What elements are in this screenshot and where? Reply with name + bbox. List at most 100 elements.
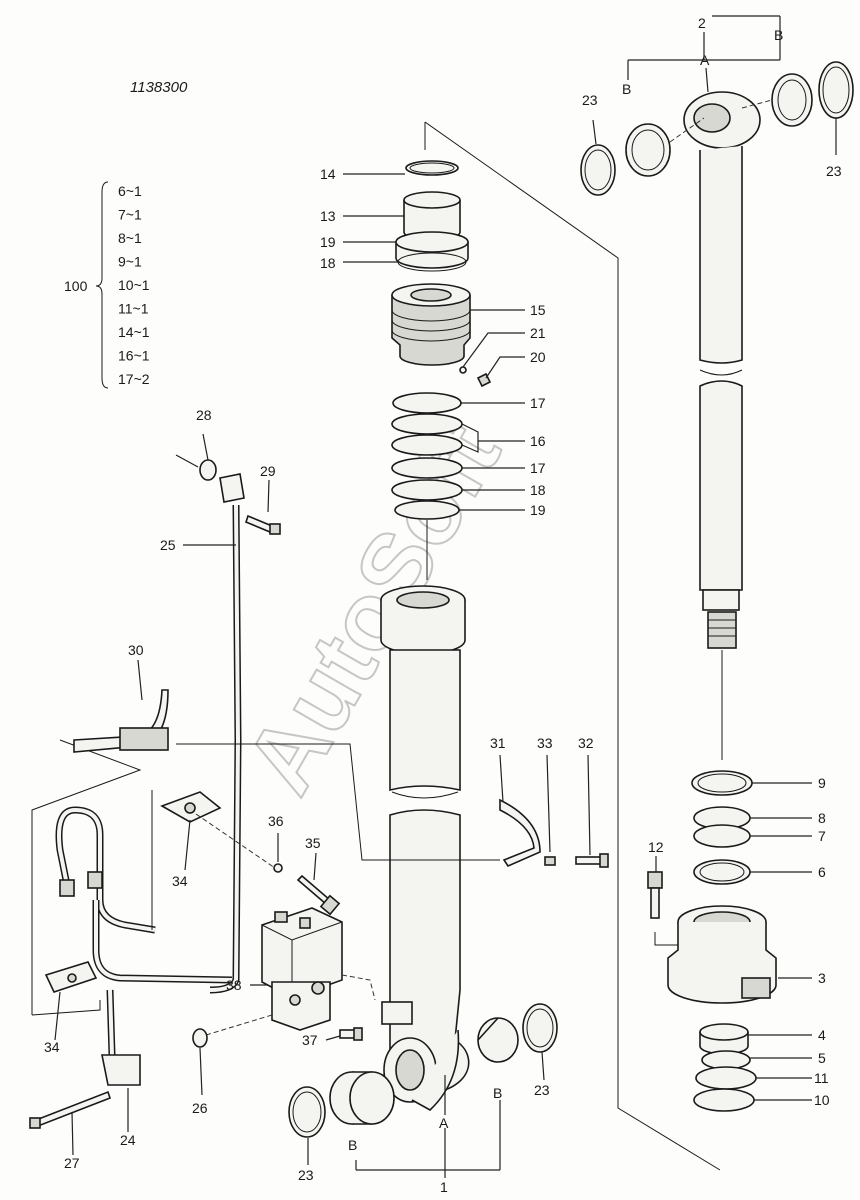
label-34-upper: 34 [172,873,188,889]
part-b-bushing-tr [771,73,813,127]
part-23-ring-tr [818,61,854,119]
label-12: 12 [648,839,664,855]
kit-item: 9~1 [118,254,142,270]
clamp-part-34-upper [160,791,222,823]
label-30: 30 [128,642,144,658]
kit-item: 6~1 [118,183,142,199]
kit-item: 14~1 [118,324,150,340]
part-33-washer [544,856,556,866]
label-a-bottom: A [439,1115,449,1131]
label-37: 37 [302,1032,318,1048]
kit-list: 100 6~1 7~1 8~1 9~1 10~1 11~1 14~1 16~1 17~2 [64,181,150,389]
label-10: 10 [814,1092,830,1108]
part-23-ring-bl [288,1086,326,1138]
label-6: 6 [818,864,826,880]
label-7: 7 [818,828,826,844]
assembly-outline [424,121,721,1171]
label-b-bottom-left: B [348,1137,357,1153]
part-21-ball [459,366,467,374]
kit-item: 11~1 [118,301,149,317]
clamp-part-34-lower [44,961,98,993]
part-b-bushing-right [477,1017,519,1063]
cylinder-tube-part-1 [380,585,470,1111]
label-3: 3 [818,970,826,986]
part-13-bushing [403,191,461,241]
kit-item: 8~1 [118,230,142,246]
label-21: 21 [530,325,546,341]
part-27-bolt [29,1090,111,1129]
label-18-lower: 18 [530,482,546,498]
label-16: 16 [530,433,546,449]
label-19: 19 [320,234,336,250]
part-14-wiper [405,160,459,176]
label-13: 13 [320,208,336,224]
label-23-top-right: 23 [826,163,842,179]
label-34-lower: 34 [44,1039,60,1055]
part-29-bolt [245,514,281,535]
kit-item: 16~1 [118,348,150,364]
label-1: 1 [440,1179,448,1195]
label-5: 5 [818,1050,826,1066]
label-17-bottom: 17 [530,460,546,476]
label-31: 31 [490,735,506,751]
label-b-top-left: B [622,81,631,97]
part-12-bolt [647,871,663,919]
kit-item: 17~2 [118,371,150,387]
piston-rings [391,392,463,520]
label-8: 8 [818,810,826,826]
label-11: 11 [814,1070,829,1086]
drawing-number: 1138300 [130,79,188,96]
label-28: 28 [196,407,212,423]
kit-item: 7~1 [118,207,142,223]
part-15-gland [391,283,471,366]
label-17-top: 17 [530,395,546,411]
piston-rod-part-2 [683,91,761,649]
label-33: 33 [537,735,553,751]
label-38: 38 [226,977,242,993]
label-23-bottom-right: 23 [534,1082,550,1098]
leader-lines [54,15,837,1178]
part-35-bolt [296,874,341,916]
part-32-bolt [575,853,609,868]
piston-part-3 [667,905,777,1004]
part-b-bushing-left [329,1071,395,1125]
label-b-bottom-right: B [493,1085,502,1101]
part-20-screw [476,372,492,388]
label-29: 29 [260,463,276,479]
label-19-lower: 19 [530,502,546,518]
label-32: 32 [578,735,594,751]
part-36-washer [273,863,283,873]
rod-seals [691,770,753,885]
valve-block-part-38 [261,907,343,1031]
label-a-top: A [700,52,710,68]
label-9: 9 [818,775,826,791]
pipe-part-25 [209,473,245,994]
label-2: 2 [698,15,706,31]
label-23-bottom-left: 23 [298,1167,314,1183]
clamp-part-30 [73,689,169,753]
label-36: 36 [268,813,284,829]
label-20: 20 [530,349,546,365]
label-25: 25 [160,537,176,553]
kit-number: 100 [64,278,88,294]
label-27: 27 [64,1155,80,1171]
part-23-ring-tl [580,144,616,196]
part-23-ring-br [522,1003,558,1053]
clamp-part-31 [499,798,541,868]
label-24: 24 [120,1132,136,1148]
label-b-top-right: B [774,27,783,43]
label-15: 15 [530,302,546,318]
part-37-plug [339,1027,363,1041]
label-14: 14 [320,166,336,182]
label-18: 18 [320,255,336,271]
part-labels: 14 13 19 18 15 21 20 17 16 17 18 19 28 2… [44,15,842,1195]
label-4: 4 [818,1027,826,1043]
kit-item: 10~1 [118,277,150,293]
part-26-oring [192,1028,208,1048]
part-28-oring [199,459,217,481]
label-23-top-left: 23 [582,92,598,108]
part-19-18-rings [395,231,469,272]
label-35: 35 [305,835,321,851]
